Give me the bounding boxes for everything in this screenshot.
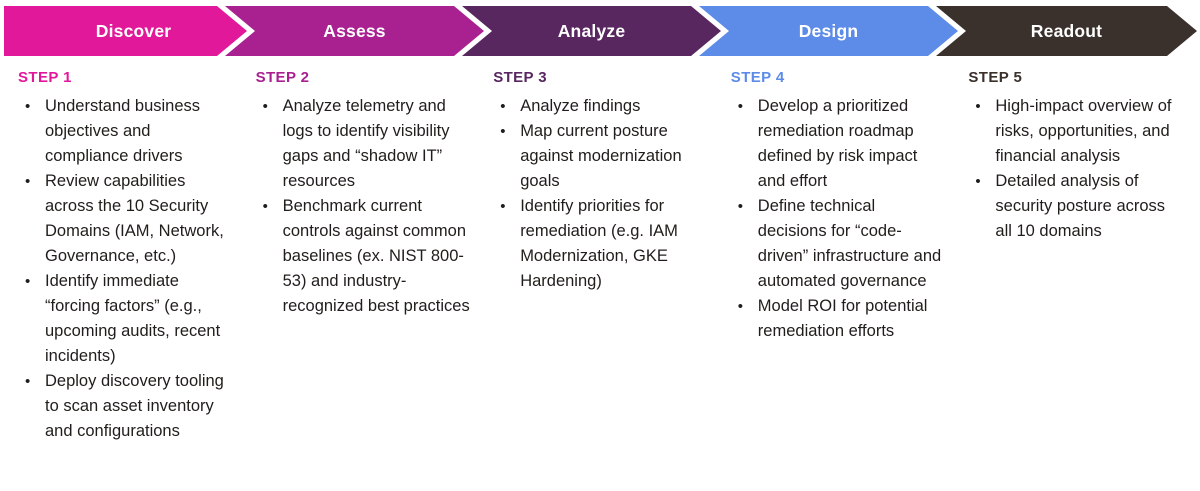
- step-column-4: STEP 4 Develop a prioritized remediation…: [731, 69, 947, 444]
- bullet-item: Define technical decisions for “code-dri…: [731, 194, 947, 294]
- bullet-item: Analyze telemetry and logs to identify v…: [256, 94, 472, 194]
- bullet-item: Understand business objectives and compl…: [18, 94, 234, 169]
- stage-design: Design: [699, 6, 958, 56]
- bullet-item: Deploy discovery tooling to scan asset i…: [18, 369, 234, 444]
- stage-discover: Discover: [4, 6, 247, 56]
- bullet-item: Detailed analysis of security posture ac…: [968, 169, 1184, 244]
- step-column-1: STEP 1 Understand business objectives an…: [18, 69, 234, 444]
- bullet-item: Develop a prioritized remediation roadma…: [731, 94, 947, 194]
- stage-label-design: Design: [798, 20, 859, 41]
- process-diagram: Discover Assess Analyze Design Readout S…: [0, 6, 1200, 491]
- bullet-list-3: Analyze findings Map current posture aga…: [493, 94, 709, 294]
- bullet-item: Identify priorities for remediation (e.g…: [493, 194, 709, 294]
- steps-row: STEP 1 Understand business objectives an…: [0, 56, 1200, 444]
- bullet-list-5: High-impact overview of risks, opportuni…: [968, 94, 1184, 244]
- stage-analyze: Analyze: [462, 6, 721, 56]
- bullet-item: Identify immediate “forcing factors” (e.…: [18, 269, 234, 369]
- bullet-item: High-impact overview of risks, opportuni…: [968, 94, 1184, 169]
- bullet-list-4: Develop a prioritized remediation roadma…: [731, 94, 947, 344]
- stage-assess: Assess: [225, 6, 484, 56]
- bullet-item: Map current posture against modernizatio…: [493, 119, 709, 194]
- bullet-list-2: Analyze telemetry and logs to identify v…: [256, 94, 472, 319]
- bullet-item: Analyze findings: [493, 94, 709, 119]
- bullet-item: Benchmark current controls against commo…: [256, 194, 472, 319]
- process-banner: Discover Assess Analyze Design Readout: [0, 6, 1200, 56]
- stage-readout: Readout: [936, 6, 1197, 56]
- bullet-item: Review capabilities across the 10 Securi…: [18, 169, 234, 269]
- bullet-list-1: Understand business objectives and compl…: [18, 94, 234, 444]
- stage-label-readout: Readout: [1030, 20, 1103, 41]
- stage-label-discover: Discover: [95, 20, 172, 41]
- step-heading-5: STEP 5: [968, 69, 1023, 86]
- step-heading-4: STEP 4: [730, 69, 785, 86]
- stage-label-analyze: Analyze: [557, 20, 626, 41]
- step-column-2: STEP 2 Analyze telemetry and logs to ide…: [256, 69, 472, 444]
- step-heading-1: STEP 1: [18, 69, 72, 86]
- bullet-item: Model ROI for potential remediation effo…: [731, 294, 947, 344]
- step-column-3: STEP 3 Analyze findings Map current post…: [493, 69, 709, 444]
- step-heading-2: STEP 2: [255, 69, 310, 86]
- step-column-5: STEP 5 High-impact overview of risks, op…: [968, 69, 1184, 444]
- stage-label-assess: Assess: [323, 20, 386, 41]
- step-heading-3: STEP 3: [493, 69, 548, 86]
